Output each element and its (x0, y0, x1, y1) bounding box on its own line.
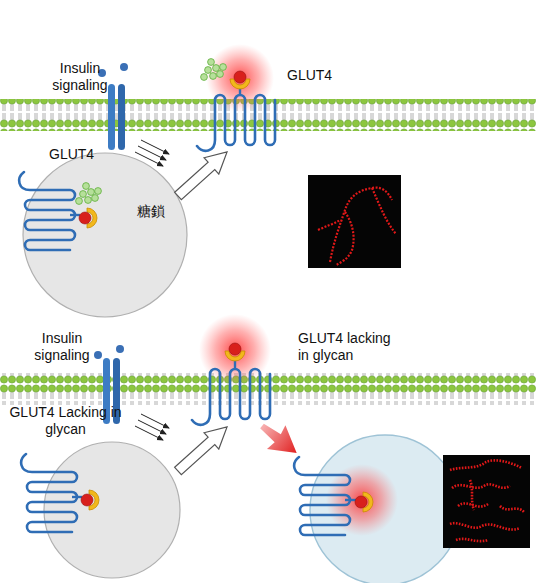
glut4-transporter (197, 95, 275, 151)
ligand-probe (355, 492, 373, 512)
text-label: GLUT4 Lacking in glycan (8, 404, 123, 438)
ligand-probe (230, 71, 250, 89)
cell-membrane (0, 99, 536, 131)
micrograph (308, 175, 401, 268)
vesicle (44, 442, 180, 578)
ligand-probe (81, 490, 99, 510)
text-label: GLUT4 lacking in glycan (298, 330, 403, 364)
insulin-receptor (108, 84, 115, 150)
signal-arrow (138, 146, 166, 160)
glycan-chain (76, 183, 102, 205)
insulin-molecule (94, 351, 102, 359)
micrograph-signal (450, 460, 524, 541)
text-label: Insulin signaling (30, 330, 94, 364)
translocation-arrow (171, 419, 235, 480)
glut4-transporter (21, 454, 77, 532)
ligand-probe (225, 343, 245, 361)
ligand-stem (345, 499, 356, 501)
text-label: Insulin signaling (48, 60, 112, 94)
signal-arrow (141, 140, 169, 154)
insulin-receptor (118, 84, 125, 150)
text-label: 糖鎖 (137, 203, 165, 220)
cell-membrane (0, 373, 536, 405)
insulin-molecule (120, 63, 128, 71)
text-label: GLUT4 (49, 146, 94, 163)
insulin-molecule (116, 345, 124, 353)
micrograph-signal (318, 188, 396, 265)
signal-arrow (141, 414, 169, 428)
glut4-transporter (294, 457, 350, 535)
ligand-stem (70, 214, 80, 216)
ligand-probe (79, 208, 97, 228)
signal-arrow (135, 426, 163, 440)
endosome (310, 435, 460, 583)
vesicle (23, 153, 187, 317)
ligand-stem (72, 496, 82, 498)
translocation-arrow (171, 144, 235, 205)
glycan-chain (201, 59, 227, 81)
glut4-transporter (192, 369, 270, 425)
glut4-transporter (19, 172, 75, 250)
text-label: GLUT4 (287, 67, 332, 84)
micrograph (443, 455, 530, 548)
signal-arrow (138, 420, 166, 434)
